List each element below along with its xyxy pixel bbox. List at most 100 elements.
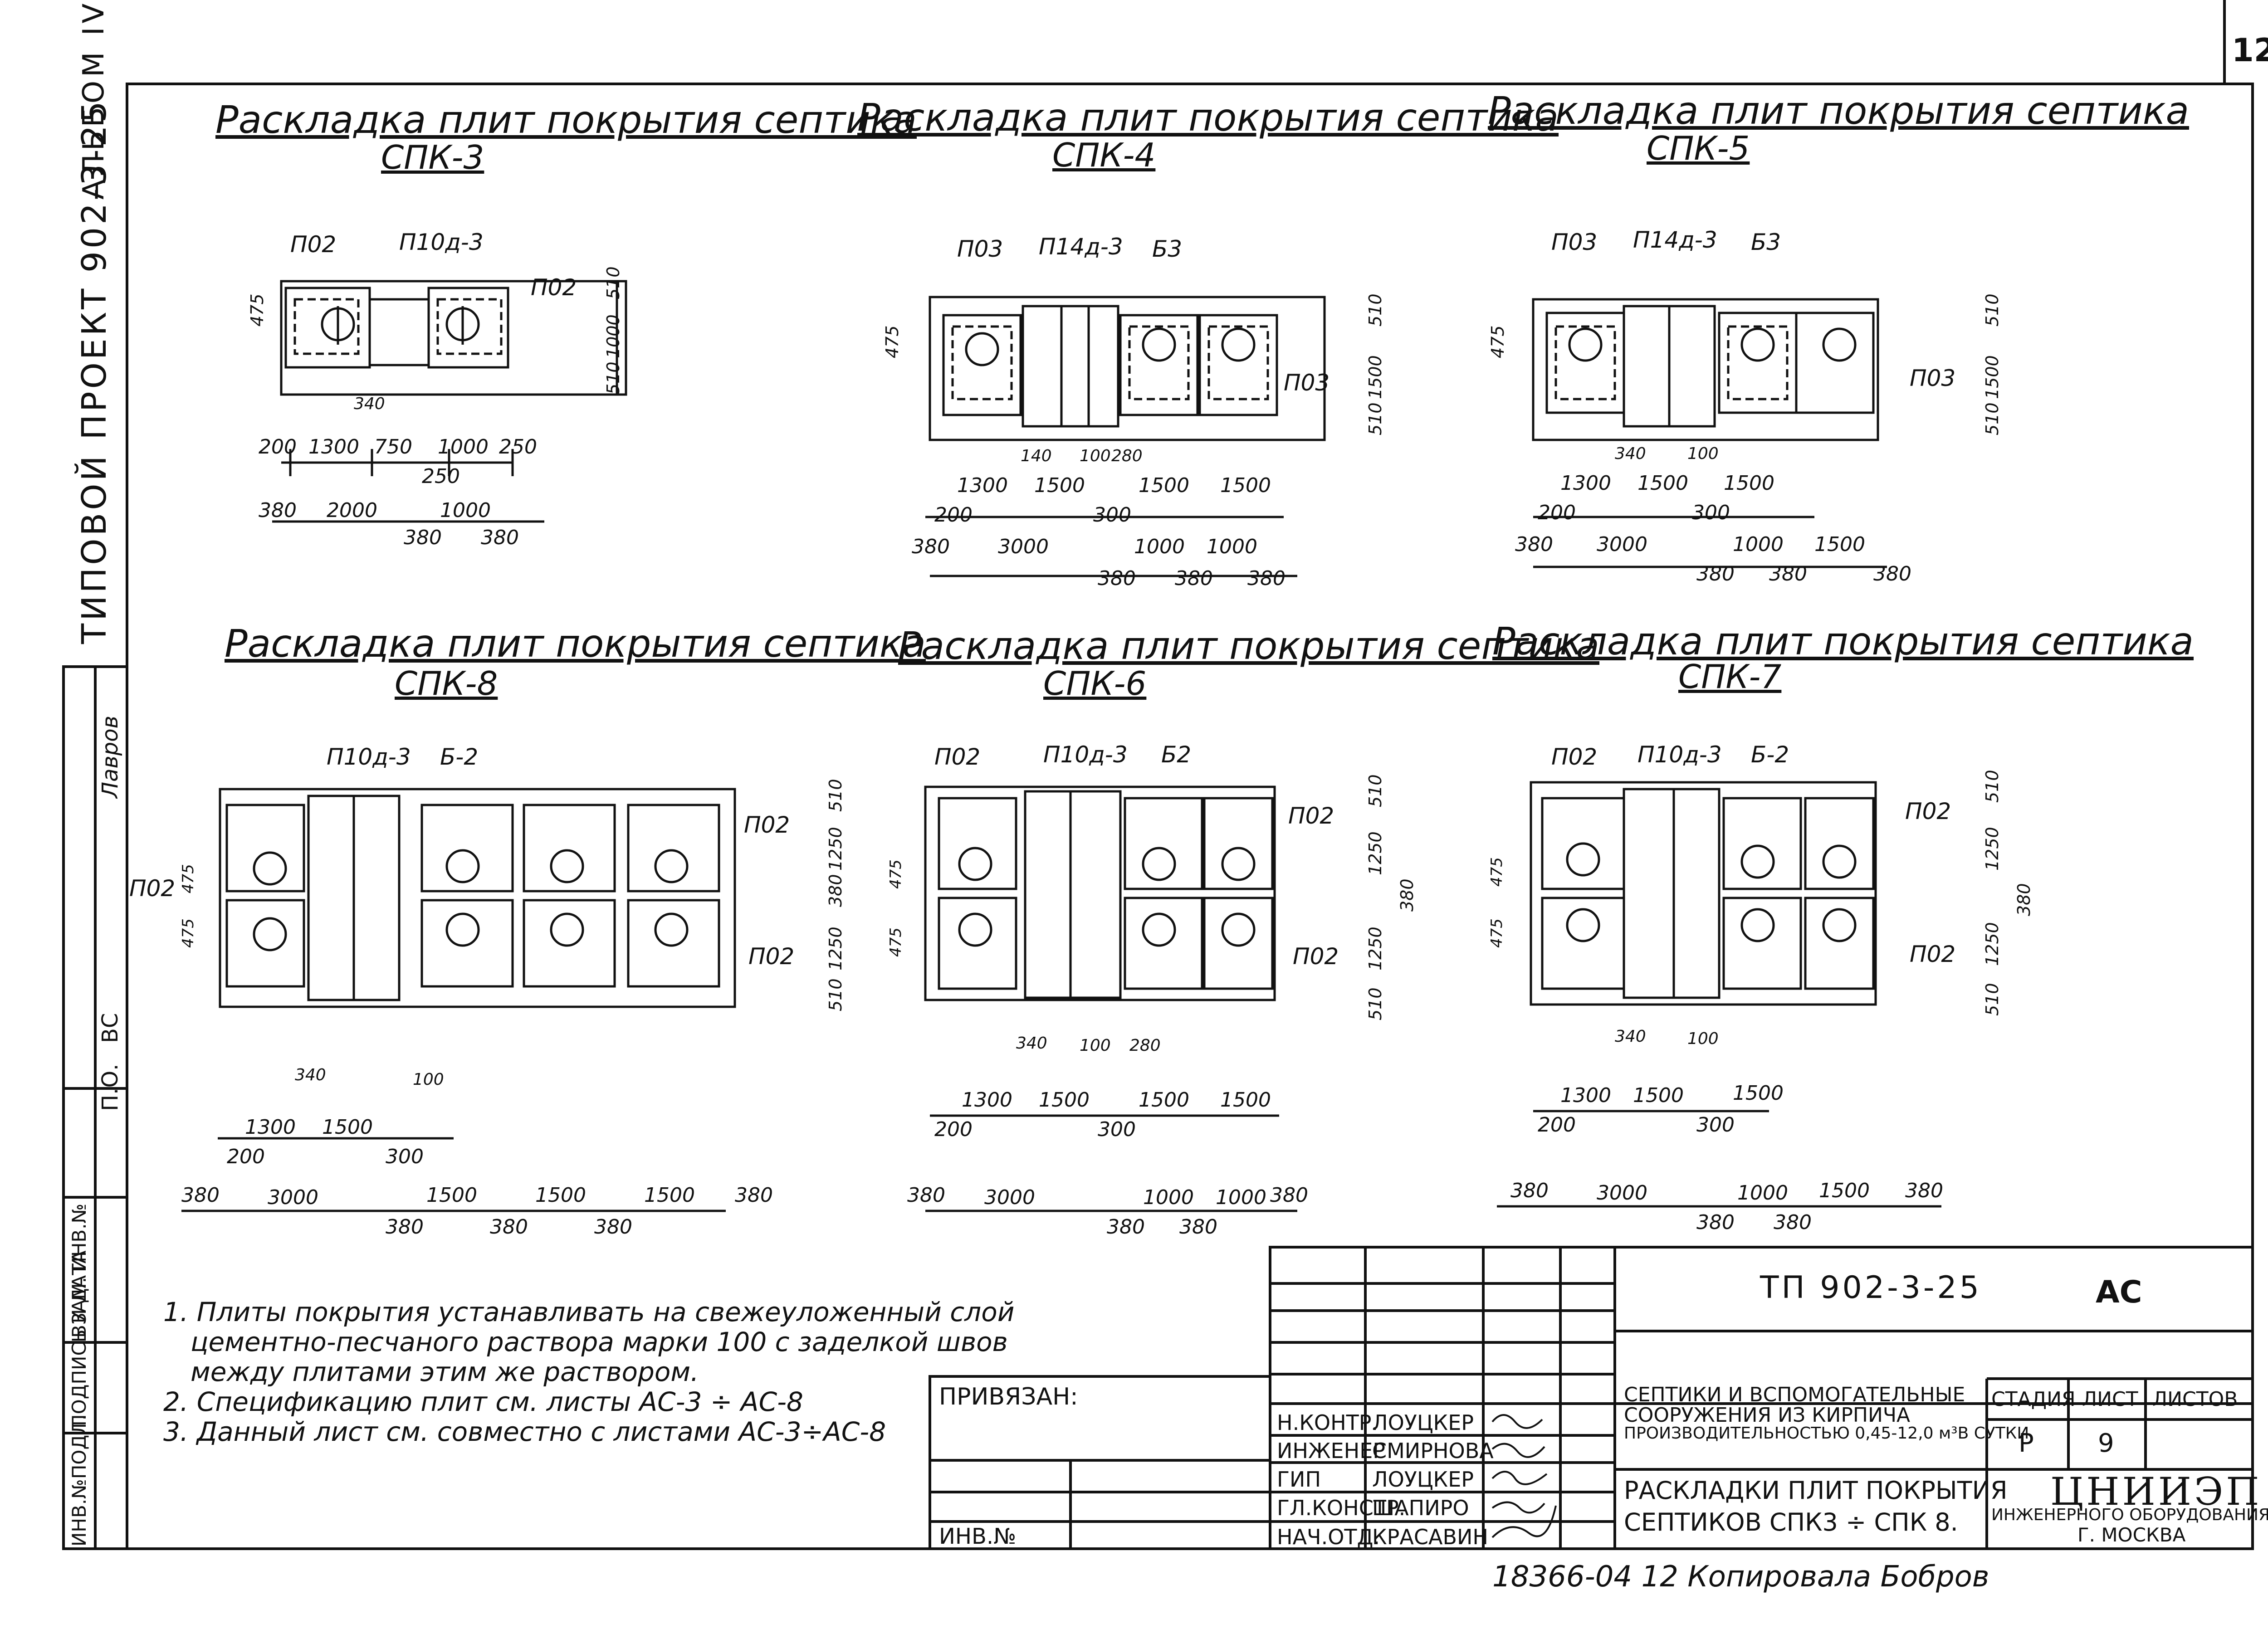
spk7-dim-3000: 3000 [1597,1181,1647,1205]
footer-copy-note: 18366-04 12 Копировала Бобров [1492,1560,1989,1594]
diagram-spk6 [924,785,1297,1212]
diagram-subtitle-spk3: СПК-3 [381,138,484,176]
spk8-label-b2: Б-2 [440,744,479,770]
spk5-dim-v510a: 510 [1982,293,2002,327]
diagram-spk7 [1497,781,1941,1208]
spk4-dim-100: 100 [1080,447,1111,465]
spk8-dim-380e: 380 [735,1184,773,1207]
spk6-dim-1500a: 1500 [1039,1088,1090,1112]
spk6-dim-1000b: 1000 [1216,1186,1266,1209]
spk8-dim-1500c: 1500 [535,1184,586,1207]
spk3-dim-1000: 1000 [438,435,489,458]
spk5-dim-v475: 475 [1488,325,1508,358]
tb-org: ЦНИИЭП [2050,1469,2262,1514]
diagram-title-spk5: Раскладка плит покрытия септика [1488,88,2190,133]
spk4-dim-380a: 380 [912,535,950,558]
spk6-dim-v1250b: 1250 [1365,927,1385,971]
stamp-name: Лавров [98,716,123,798]
spk6-dim-v380: 380 [1397,878,1417,912]
spk6-dim-300: 300 [1098,1118,1136,1141]
spk8-dim-v510b: 510 [826,978,846,1011]
stamp-po: П.О. [98,1063,123,1111]
tb-name-1: ЛОУЦКЕР [1372,1410,1474,1435]
spk4-dim-1500a: 1500 [1034,474,1085,497]
diagram-subtitle-spk4: СПК-4 [1052,136,1156,174]
diagram-spk4 [925,296,1326,577]
spk7-dim-1300: 1300 [1560,1084,1611,1107]
spk8-dim-380c: 380 [490,1215,528,1239]
spk4-dim-1300: 1300 [957,474,1008,497]
diagram-subtitle-spk6: СПК-6 [1043,664,1147,702]
spk5-dim-340: 340 [1615,444,1646,463]
spk7-dim-1000: 1000 [1737,1181,1788,1205]
diagram-spk3 [272,280,627,523]
spk7-dim-v510a: 510 [1982,770,2002,803]
spk3-dim-380b: 380 [404,526,442,549]
spk8-label-p02-right-top: П02 [744,812,790,838]
spk5-dim-1500a: 1500 [1637,472,1688,495]
spk6-dim-100: 100 [1080,1036,1111,1055]
spk4-dim-140: 140 [1021,447,1052,465]
spk4-dim-1500b: 1500 [1139,474,1189,497]
tb-stage-header: СТАДИЯ [1991,1388,2076,1411]
spk3-dim-1000b: 1000 [440,499,491,522]
tb-role-gip: ГИП [1277,1467,1321,1492]
diagram-title-spk7: Раскладка плит покрытия септика [1492,619,2194,663]
spk3-dim-2000: 2000 [327,499,377,522]
spk5-dim-1500c: 1500 [1814,533,1865,556]
spk3-label-p10: П10д-3 [399,229,484,255]
spk3-dim-750: 750 [374,435,412,458]
spk4-dim-1000a: 1000 [1134,535,1185,558]
spk6-dim-v475b: 475 [887,927,905,957]
spk3-dim-340: 340 [354,395,385,413]
spk4-dim-v1500: 1500 [1365,355,1385,399]
spk4-dim-v510a: 510 [1365,293,1385,327]
spk4-label-p14: П14д-3 [1039,234,1123,260]
sheet-number: 12 [2232,32,2268,69]
spk8-dim-340: 340 [295,1066,326,1084]
spk7-dim-340: 340 [1615,1027,1646,1046]
note-1-line-1: 1. Плиты покрытия устанавливать на свеже… [163,1297,1015,1327]
spk8-dim-v1250b: 1250 [826,927,846,971]
spk6-dim-v510a: 510 [1365,774,1385,807]
spk8-dim-v475a: 475 [179,864,197,893]
spk7-label-p10: П10д-3 [1637,741,1722,768]
spk3-dim-v510a: 510 [603,266,623,299]
note-2: 2. Спецификацию плит см. листы АС-3 ÷ АС… [163,1386,803,1417]
tb-role-glkonstr: ГЛ.КОНСТР. [1277,1496,1406,1520]
spk8-dim-v380: 380 [826,874,846,907]
spk6-dim-380a: 380 [907,1184,945,1207]
stamp-inv-podl: ИНВ.№ПОДЛ. [68,1414,90,1546]
spk5-label-p03: П03 [1551,229,1598,255]
note-1-line-3: между плитами этим же раствором. [191,1356,699,1387]
spk7-dim-v475b: 475 [1488,918,1506,948]
spk5-dim-200: 200 [1538,501,1576,524]
spk4-label-p03-right: П03 [1284,370,1330,396]
spk4-dim-380c: 380 [1175,567,1213,590]
spk5-dim-v1500: 1500 [1982,355,2002,399]
spk6-dim-v510b: 510 [1365,987,1385,1020]
spk6-dim-1300: 1300 [962,1088,1012,1112]
spk3-dim-380c: 380 [481,526,519,549]
spk8-dim-380b: 380 [386,1215,424,1239]
tb-org-sub: ИНЖЕНЕРНОГО ОБОРУДОВАНИЯ [1991,1506,2268,1524]
spk8-dim-1500a: 1500 [322,1116,373,1139]
spk7-dim-100: 100 [1687,1029,1719,1048]
diagram-spk5 [1532,298,1887,568]
spk5-dim-v510b: 510 [1982,402,2002,435]
spk7-dim-380d: 380 [1905,1179,1943,1202]
spk4-dim-380b: 380 [1098,567,1136,590]
spk7-dim-380a: 380 [1510,1179,1549,1202]
spk6-label-p02: П02 [934,744,981,770]
spk4-dim-300: 300 [1093,503,1131,527]
spk6-label-p02-right-top: П02 [1288,803,1334,829]
spk8-dim-380d: 380 [594,1215,632,1239]
tb-name-2: СМИРНОВА [1372,1439,1494,1463]
spk7-label-b2: Б-2 [1751,741,1789,768]
spk5-label-b3: Б3 [1751,229,1781,255]
spk4-dim-280: 280 [1111,447,1143,465]
spk7-dim-1500b: 1500 [1733,1082,1784,1105]
spk7-dim-v1250b: 1250 [1982,922,2002,966]
project-label: ТИПОВОЙ ПРОЕКТ 902-3-25 [75,98,114,644]
spk6-dim-340: 340 [1016,1034,1047,1053]
